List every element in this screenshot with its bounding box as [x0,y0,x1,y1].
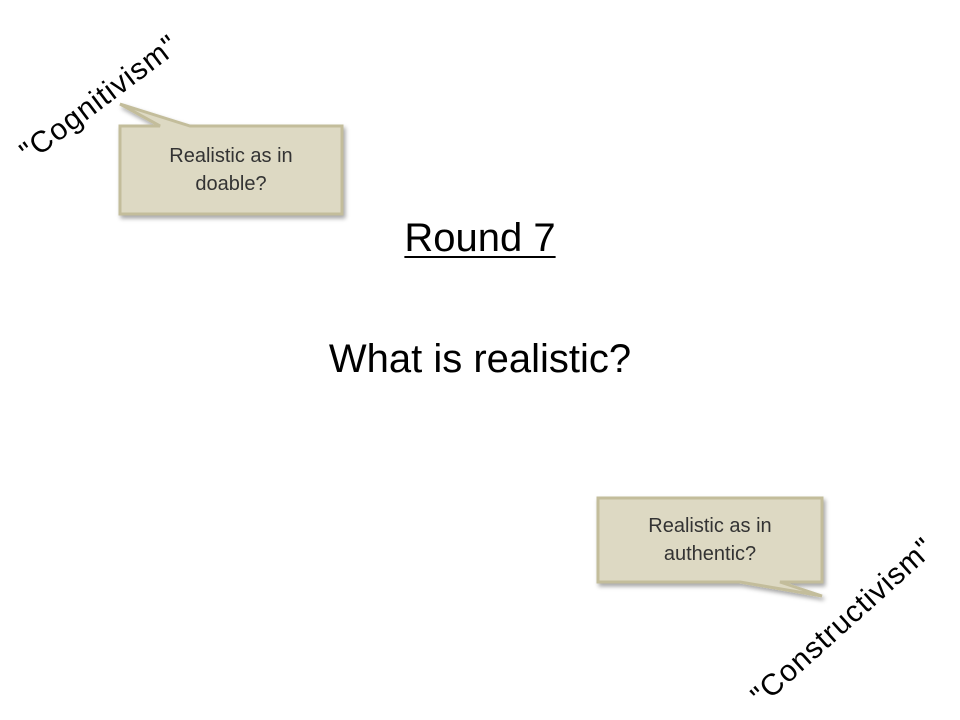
slide-title: Round 7 [404,216,556,260]
callout-bottom-line1: Realistic as in [648,515,772,537]
callout-top-line2: doable? [195,173,267,195]
slide-question: What is realistic? [328,337,632,381]
callout-top-text: Realistic as in doable? [120,142,342,198]
callout-bottom-text: Realistic as in authentic? [598,512,822,568]
callout-top-line1: Realistic as in [169,145,293,167]
callout-bottom-line2: authentic? [663,543,757,565]
